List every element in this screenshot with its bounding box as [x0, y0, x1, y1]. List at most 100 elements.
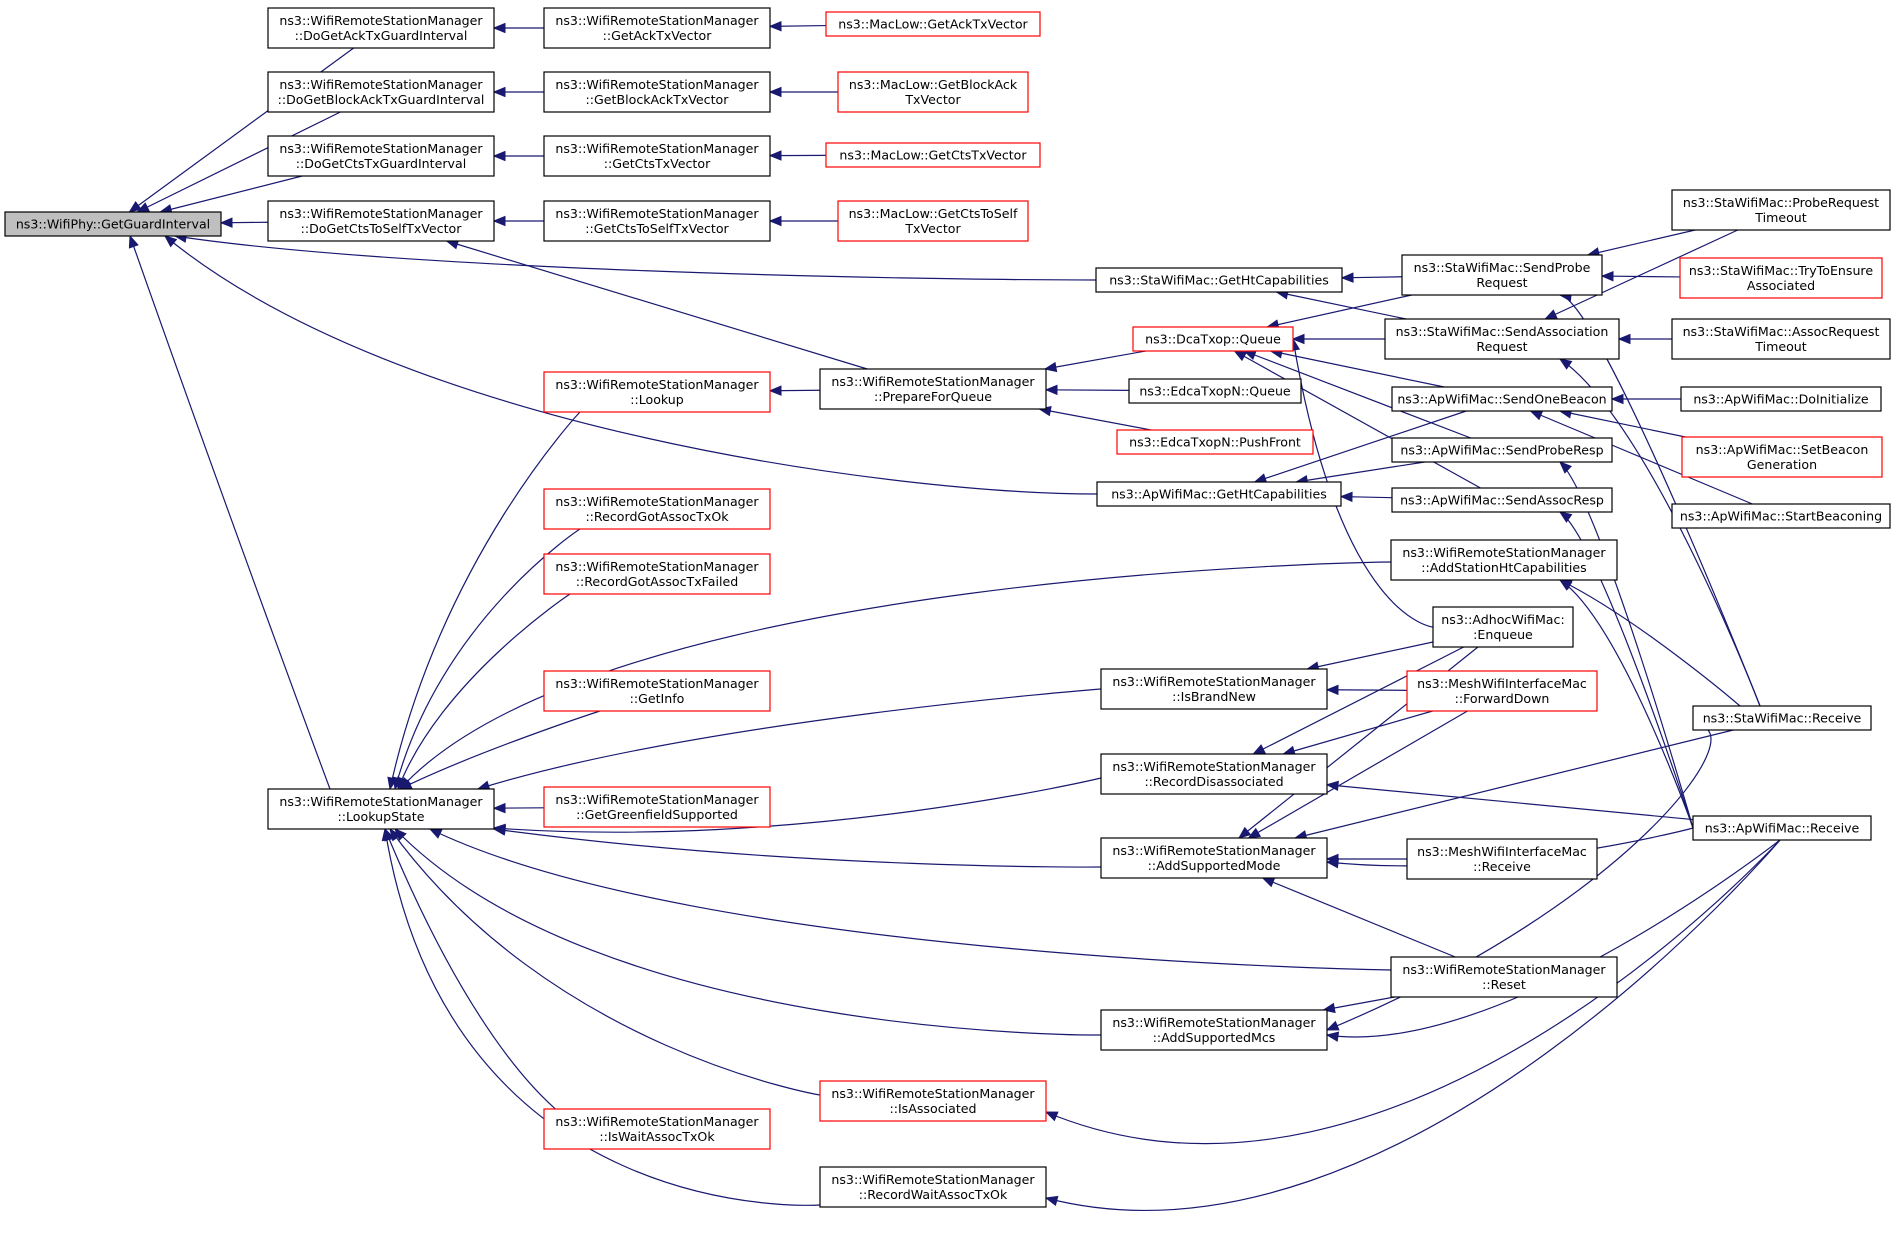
- edge-line: [429, 828, 1392, 971]
- node-mAck[interactable]: ns3::MacLow::GetAckTxVector: [825, 11, 1041, 37]
- edge-arrowhead: [219, 217, 233, 228]
- edge-dcaQ-to-prep: [1043, 350, 1146, 373]
- node-box: [543, 200, 771, 242]
- node-gCtsSelf[interactable]: ns3::WifiRemoteStationManager::GetCtsToS…: [543, 200, 771, 242]
- edge-arrowhead: [1325, 684, 1339, 696]
- node-box: [1384, 318, 1620, 360]
- node-lookup[interactable]: ns3::WifiRemoteStationManager::Lookup: [543, 371, 771, 413]
- node-box: [543, 553, 771, 595]
- edge-line: [1253, 646, 1464, 755]
- node-staRecv[interactable]: ns3::StaWifiMac::Receive: [1692, 705, 1872, 731]
- node-dCts[interactable]: ns3::WifiRemoteStationManager::DoGetCtsT…: [267, 135, 495, 177]
- edge-line: [389, 411, 581, 790]
- edge-staRecv-to-addMode: [1293, 729, 1734, 841]
- node-recWait[interactable]: ns3::WifiRemoteStationManager::RecordWai…: [819, 1166, 1047, 1208]
- node-startBeacon[interactable]: ns3::ApWifiMac::StartBeaconing: [1671, 503, 1891, 529]
- node-dBlk[interactable]: ns3::WifiRemoteStationManager::DoGetBloc…: [267, 71, 495, 113]
- node-recDis[interactable]: ns3::WifiRemoteStationManager::RecordDis…: [1100, 753, 1328, 795]
- edge-arrowhead: [768, 385, 782, 396]
- node-label: ns3::WifiRemoteStationManager: [555, 13, 759, 28]
- node-gBlk[interactable]: ns3::WifiRemoteStationManager::GetBlockA…: [543, 71, 771, 113]
- node-label: ns3::StaWifiMac::ProbeRequest: [1683, 195, 1879, 210]
- edge-arrowhead: [768, 20, 782, 32]
- node-label: ns3::WifiRemoteStationManager: [555, 559, 759, 574]
- node-adhoc[interactable]: ns3::AdhocWifiMac::Enqueue: [1432, 606, 1574, 648]
- node-meshFwd[interactable]: ns3::MeshWifiInterfaceMac::ForwardDown: [1406, 670, 1598, 712]
- edge-line: [1326, 689, 1408, 691]
- node-isWait[interactable]: ns3::WifiRemoteStationManager::IsWaitAss…: [543, 1108, 771, 1150]
- node-sendPResp[interactable]: ns3::ApWifiMac::SendProbeResp: [1391, 437, 1613, 463]
- node-staHt[interactable]: ns3::StaWifiMac::GetHtCapabilities: [1095, 267, 1343, 293]
- node-apHt[interactable]: ns3::ApWifiMac::GetHtCapabilities: [1096, 481, 1342, 507]
- edge-arrowhead: [163, 235, 178, 248]
- node-prep[interactable]: ns3::WifiRemoteStationManager::PrepareFo…: [819, 368, 1047, 410]
- edge-gBlk-to-dBlk: [492, 86, 544, 98]
- edge-mCtsSelf-to-gCtsSelf: [768, 215, 838, 227]
- edge-line: [1270, 350, 1445, 388]
- node-recGotOk[interactable]: ns3::WifiRemoteStationManager::RecordGot…: [543, 488, 771, 530]
- node-label: ns3::ApWifiMac::SetBeacon: [1696, 442, 1869, 457]
- edge-arrowhead: [1325, 1031, 1340, 1042]
- node-label: ns3::EdcaTxopN::PushFront: [1129, 435, 1301, 450]
- node-dAck[interactable]: ns3::WifiRemoteStationManager::DoGetAckT…: [267, 7, 495, 49]
- node-label: ::GetInfo: [630, 691, 685, 706]
- edge-line: [1248, 710, 1468, 839]
- node-dCtsSelf[interactable]: ns3::WifiRemoteStationManager::DoGetCtsT…: [267, 200, 495, 242]
- edge-arrowhead: [1252, 744, 1266, 755]
- node-label: ns3::WifiRemoteStationManager: [555, 377, 759, 392]
- node-label: ::AddSupportedMcs: [1153, 1030, 1276, 1045]
- node-sendBeacon[interactable]: ns3::ApWifiMac::SendOneBeacon: [1391, 386, 1613, 412]
- node-recGotFail[interactable]: ns3::WifiRemoteStationManager::RecordGot…: [543, 553, 771, 595]
- node-mBlk[interactable]: ns3::MacLow::GetBlockAckTxVector: [837, 71, 1029, 113]
- node-addMode[interactable]: ns3::WifiRemoteStationManager::AddSuppor…: [1100, 837, 1328, 879]
- node-label: ::DoGetCtsTxGuardInterval: [296, 156, 466, 171]
- edge-line: [1045, 839, 1781, 1211]
- node-gCts[interactable]: ns3::WifiRemoteStationManager::GetCtsTxV…: [543, 135, 771, 177]
- node-greenfield[interactable]: ns3::WifiRemoteStationManager::GetGreenf…: [543, 786, 771, 828]
- edge-line: [1530, 410, 1753, 505]
- edge-probeTO-to-sendProbe: [1586, 229, 1696, 258]
- node-isBrand[interactable]: ns3::WifiRemoteStationManager::IsBrandNe…: [1100, 668, 1328, 710]
- node-edcaPF[interactable]: ns3::EdcaTxopN::PushFront: [1116, 429, 1314, 455]
- node-meshRecv[interactable]: ns3::MeshWifiInterfaceMac::Receive: [1406, 838, 1598, 880]
- node-box: [543, 1108, 771, 1150]
- node-sendAResp[interactable]: ns3::ApWifiMac::SendAssocResp: [1391, 487, 1613, 513]
- node-doInit[interactable]: ns3::ApWifiMac::DoInitialize: [1680, 386, 1882, 412]
- node-label: TxVector: [904, 92, 961, 107]
- edge-arrowhead: [428, 828, 443, 839]
- node-edcaQ[interactable]: ns3::EdcaTxopN::Queue: [1128, 378, 1302, 404]
- node-isAssoc[interactable]: ns3::WifiRemoteStationManager::IsAssocia…: [819, 1080, 1047, 1122]
- node-box: [1406, 838, 1598, 880]
- node-addMcs[interactable]: ns3::WifiRemoteStationManager::AddSuppor…: [1100, 1009, 1328, 1051]
- edge-arrowhead: [389, 827, 401, 842]
- edge-line: [1283, 710, 1433, 755]
- node-reset[interactable]: ns3::WifiRemoteStationManager::Reset: [1390, 956, 1618, 998]
- edge-line: [129, 235, 331, 790]
- node-label: ns3::WifiRemoteStationManager: [555, 792, 759, 807]
- node-dcaQ[interactable]: ns3::DcaTxop::Queue: [1132, 326, 1294, 352]
- node-getInfo[interactable]: ns3::WifiRemoteStationManager::GetInfo: [543, 670, 771, 712]
- node-gAck[interactable]: ns3::WifiRemoteStationManager::GetAckTxV…: [543, 7, 771, 49]
- node-box: [543, 135, 771, 177]
- node-label: ns3::WifiRemoteStationManager: [831, 374, 1035, 389]
- node-addHt[interactable]: ns3::WifiRemoteStationManager::AddStatio…: [1390, 539, 1618, 581]
- node-mCts[interactable]: ns3::MacLow::GetCtsTxVector: [825, 142, 1041, 168]
- edge-sendPResp-to-apHt: [1294, 461, 1425, 486]
- edge-mAck-to-gAck: [768, 20, 827, 32]
- node-label: ::RecordDisassociated: [1144, 774, 1283, 789]
- node-label: ns3::WifiRemoteStationManager: [279, 141, 483, 156]
- edge-line: [394, 828, 1102, 1036]
- edge-apRecv-to-recDis: [1325, 780, 1694, 821]
- edge-arrowhead: [1610, 393, 1624, 405]
- node-apRecv[interactable]: ns3::ApWifiMac::Receive: [1692, 815, 1872, 841]
- node-label: ::PrepareForQueue: [874, 389, 992, 404]
- node-lookupState[interactable]: ns3::WifiRemoteStationManager::LookupSta…: [267, 788, 495, 830]
- node-mCtsSelf[interactable]: ns3::MacLow::GetCtsToSelfTxVector: [837, 200, 1029, 242]
- node-root[interactable]: ns3::WifiPhy::GetGuardInterval: [4, 211, 222, 237]
